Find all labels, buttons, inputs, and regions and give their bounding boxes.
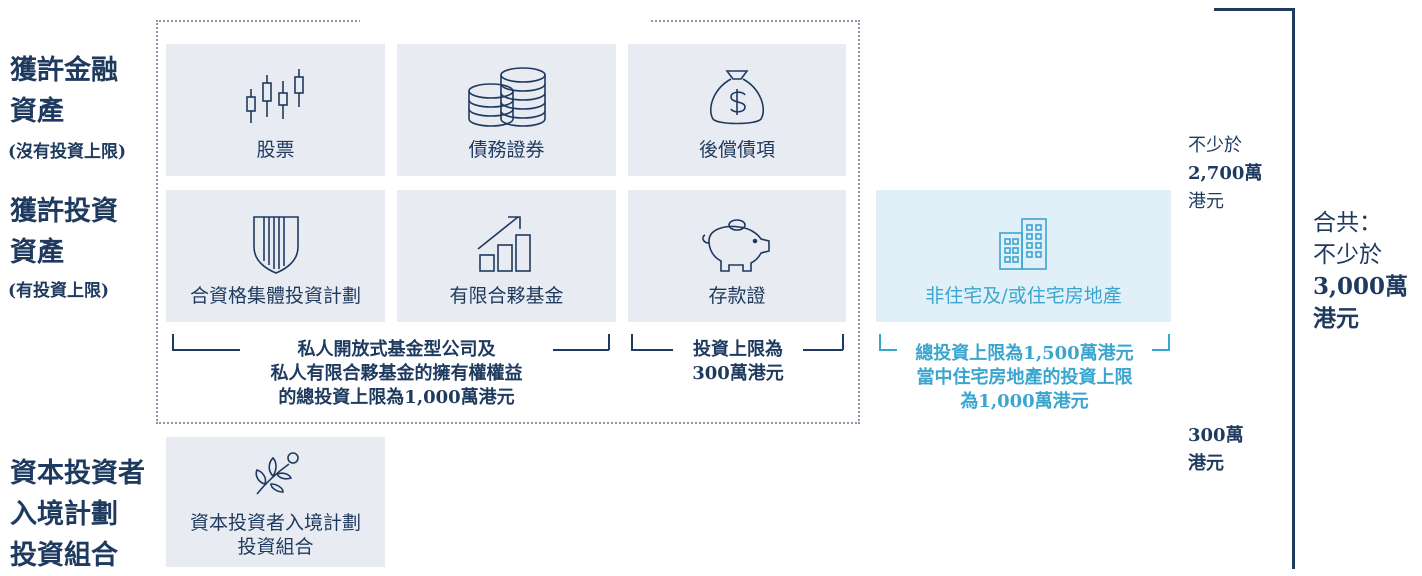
box-label: 股票 [256, 139, 295, 161]
total-line: 不少於 [1313, 242, 1382, 268]
shield-icon [250, 208, 302, 278]
caption-re-cap: 總投資上限為1,500萬港元 當中住宅房地產的投資上限 為1,000萬港元 [897, 342, 1152, 414]
caption-line: 為1,000萬港元 [960, 391, 1089, 412]
bracket-tick [631, 334, 633, 350]
side-line: 300萬 [1188, 425, 1244, 446]
box-real-estate: 非住宅及/或住宅房地產 [876, 190, 1171, 322]
side-line: 2,700萬 [1188, 163, 1263, 184]
row-title-licensed-financial: 獲許金融 資產 [10, 50, 118, 132]
row-title-licensed-investment: 獲許投資 資產 [10, 191, 118, 273]
box-lpf: 有限合夥基金 [397, 190, 616, 322]
candlestick-chart-icon [241, 62, 311, 132]
row-title-line: 資產 [10, 96, 64, 127]
box-label-line: 投資組合 [237, 536, 314, 558]
bracket-tick [842, 334, 844, 350]
building-icon [994, 208, 1054, 278]
box-label: 資本投資者入境計劃 投資組合 [166, 511, 385, 559]
bracket-tick [879, 334, 881, 350]
box-cd: 存款證 [628, 190, 846, 322]
row-title-line: 獲許投資 [10, 196, 118, 227]
box-label: 合資格集體投資計劃 [189, 285, 361, 307]
total-line: 合共： [1313, 210, 1382, 236]
money-bag-icon [705, 62, 769, 132]
row-title-line: 入境計劃 [10, 499, 118, 530]
box-cies-portfolio: 資本投資者入境計劃 投資組合 [166, 437, 385, 567]
row-title-cies: 資本投資者 入境計劃 投資組合 [10, 453, 145, 576]
box-cis: 合資格集體投資計劃 [166, 190, 385, 322]
bracket-line [631, 349, 673, 351]
box-label: 非住宅及/或住宅房地產 [925, 285, 1122, 307]
bracket-line [1152, 349, 1170, 351]
plant-icon [251, 447, 301, 499]
side-cies-amount: 300萬 港元 [1188, 422, 1244, 478]
caption-cd-cap: 投資上限為 300萬港元 [673, 338, 803, 386]
caption-line: 當中住宅房地產的投資上限 [916, 367, 1133, 388]
bracket-line [879, 349, 897, 351]
total-amount: 合共： 不少於 3,000萬 港元 [1313, 207, 1408, 335]
frame-gap [360, 16, 650, 24]
row-sub-licensed-investment: (有投資上限) [8, 281, 110, 301]
row-sub-licensed-financial: (沒有投資上限) [8, 142, 127, 162]
side-line: 港元 [1188, 453, 1224, 474]
bracket-tick [172, 334, 174, 350]
bracket-line [172, 349, 240, 351]
side-min-amount: 不少於 2,700萬 港元 [1188, 132, 1262, 216]
piggy-bank-icon [697, 208, 777, 278]
bracket-line [553, 349, 609, 351]
box-label: 後償債項 [698, 139, 775, 161]
box-label: 債務證券 [468, 139, 545, 161]
box-stocks: 股票 [166, 44, 385, 176]
row-title-line: 獲許金融 [10, 55, 118, 86]
coin-stack-icon [465, 62, 549, 132]
bracket-tick [1168, 334, 1170, 350]
box-subordinated-debt: 後償債項 [628, 44, 846, 176]
row-title-line: 資產 [10, 237, 64, 268]
row-title-line: 資本投資者 [10, 458, 145, 489]
bracket-line [803, 349, 843, 351]
side-line: 港元 [1188, 191, 1224, 212]
caption-line: 私人有限合夥基金的擁有權權益 [270, 363, 523, 384]
bracket-tick [608, 334, 610, 350]
box-label: 有限合夥基金 [449, 285, 564, 307]
total-line: 港元 [1313, 305, 1359, 332]
row-title-line: 投資組合 [10, 540, 118, 571]
caption-line: 投資上限為 [693, 339, 783, 360]
side-line: 不少於 [1188, 135, 1242, 156]
caption-line: 私人開放式基金型公司及 [297, 339, 496, 360]
box-label: 存款證 [708, 285, 766, 307]
box-debt-securities: 債務證券 [397, 44, 616, 176]
caption-ofc-cap: 私人開放式基金型公司及 私人有限合夥基金的擁有權權益 的總投資上限為1,000萬… [240, 338, 553, 410]
total-bracket-vertical [1292, 8, 1295, 569]
box-label-line: 資本投資者入境計劃 [189, 512, 361, 534]
caption-line: 300萬港元 [692, 363, 784, 384]
total-bracket-top [1214, 8, 1294, 11]
total-line: 3,000萬 [1313, 273, 1409, 300]
caption-line: 的總投資上限為1,000萬港元 [278, 387, 515, 408]
growth-chart-icon [472, 208, 542, 278]
caption-line: 總投資上限為1,500萬港元 [915, 343, 1134, 364]
